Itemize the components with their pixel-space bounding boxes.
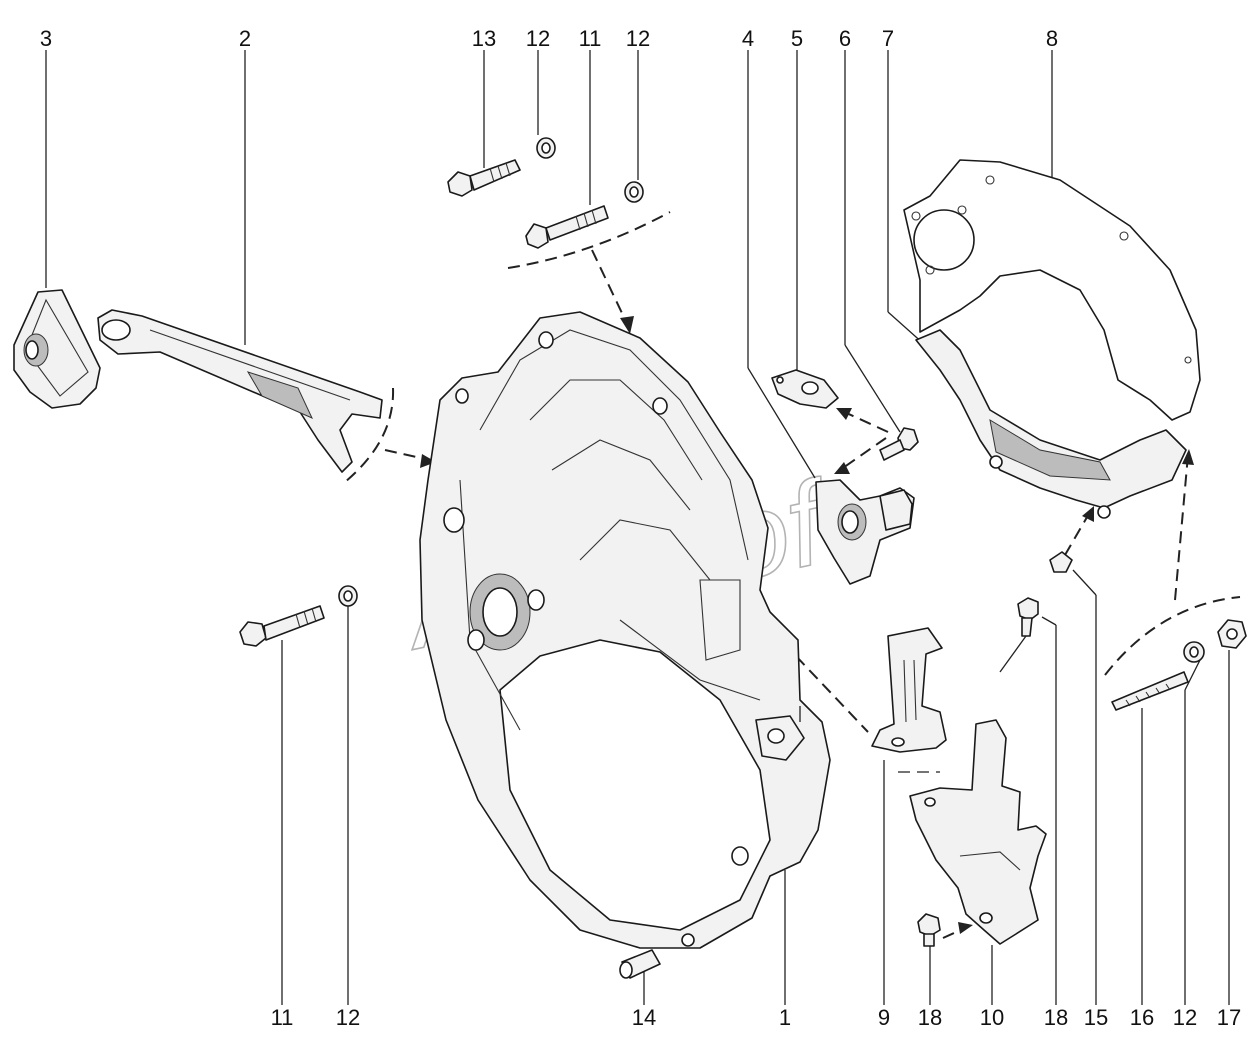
washer-12-left — [338, 585, 358, 607]
callout-3: 3 — [40, 26, 52, 51]
part-8-cover-plate — [903, 159, 1201, 421]
callouts-bottom: 11 12 14 1 9 18 10 18 15 16 12 17 — [271, 1005, 1242, 1030]
callout-12-bottom-a: 12 — [336, 1005, 360, 1030]
callout-11-top: 11 — [579, 26, 602, 51]
callout-12-top-b: 12 — [626, 26, 650, 51]
bolt-11-left — [239, 605, 325, 647]
part-18-bolt-lower — [917, 913, 941, 947]
callout-18-b: 18 — [1044, 1005, 1068, 1030]
callout-12-bottom-b: 12 — [1173, 1005, 1197, 1030]
part-14-dowel — [619, 949, 661, 979]
part-18-bolt-upper — [999, 597, 1039, 673]
callout-2: 2 — [239, 26, 251, 51]
part-9-bracket — [871, 627, 947, 753]
part-4-slave-cylinder — [815, 479, 915, 585]
part-1-clutch-housing — [419, 311, 831, 949]
callout-7: 7 — [882, 26, 894, 51]
callouts-top: 3 2 13 12 11 12 4 5 6 7 8 — [40, 26, 1058, 51]
callout-11-bottom: 11 — [271, 1005, 294, 1030]
callout-13: 13 — [472, 26, 496, 51]
callout-18-a: 18 — [918, 1005, 942, 1030]
part-5-gasket — [771, 369, 839, 409]
washer-12-top-b — [624, 181, 644, 203]
part-16-stud — [1111, 671, 1189, 711]
callout-17: 17 — [1217, 1005, 1241, 1030]
part-3-boot — [13, 289, 101, 409]
callout-16: 16 — [1130, 1005, 1154, 1030]
leader-lines — [45, 50, 1230, 1005]
washer-12-right — [1183, 641, 1205, 663]
callout-4: 4 — [742, 26, 754, 51]
part-17-nut — [1217, 619, 1247, 649]
callout-5: 5 — [791, 26, 803, 51]
bolt-11-top — [525, 205, 609, 249]
part-10-pedal-bracket — [909, 719, 1047, 945]
assembly-arrows — [344, 211, 1241, 939]
part-7-shield — [915, 329, 1187, 519]
bolt-13 — [447, 159, 521, 197]
callout-1: 1 — [779, 1005, 791, 1030]
callout-8: 8 — [1046, 26, 1058, 51]
callout-10: 10 — [980, 1005, 1004, 1030]
part-6-bolt — [879, 427, 919, 461]
callout-9: 9 — [878, 1005, 890, 1030]
callout-12-top-a: 12 — [526, 26, 550, 51]
callout-6: 6 — [839, 26, 851, 51]
callout-14: 14 — [632, 1005, 656, 1030]
part-2-clutch-fork — [97, 309, 383, 473]
part-15-bolt — [1049, 551, 1073, 573]
washer-12-top-a — [536, 137, 556, 159]
callout-15: 15 — [1084, 1005, 1108, 1030]
